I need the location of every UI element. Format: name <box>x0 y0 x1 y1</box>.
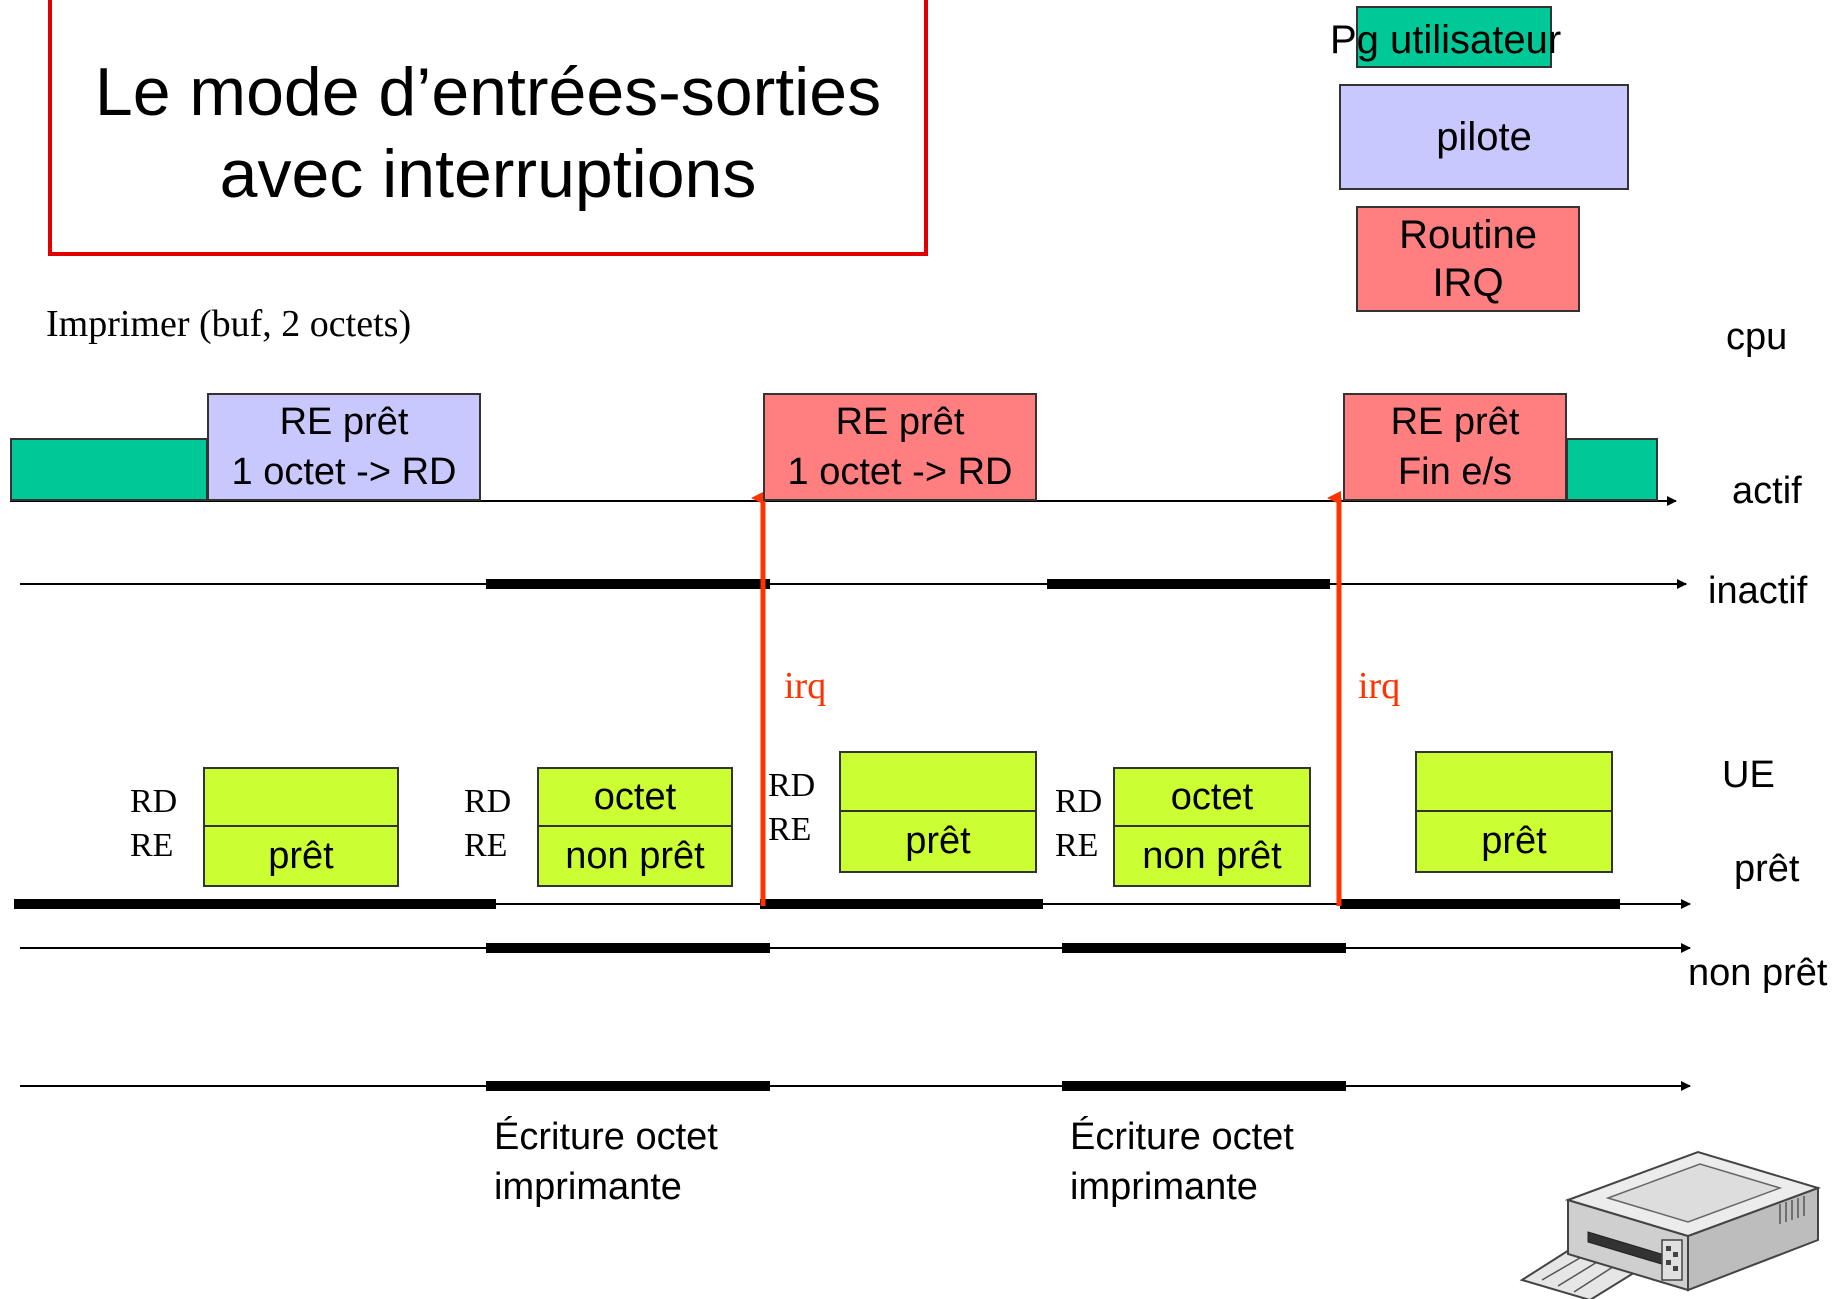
ue-label: UE <box>1722 754 1775 796</box>
driver-block: RE prêt 1 octet -> RD <box>207 393 481 501</box>
cpu-block-2-line1: RE prêt <box>835 401 965 443</box>
call-label: Imprimer (buf, 2 octets) <box>46 303 412 345</box>
re-value-3: prêt <box>905 820 971 862</box>
re-value-1: prêt <box>268 834 334 877</box>
printer-write-label-2: Écriture octet imprimante <box>1070 1112 1294 1212</box>
user-program-block-1 <box>10 438 208 501</box>
not-ready-label: non prêt <box>1688 952 1828 994</box>
cpu-block-3-line2: Fin e/s <box>1397 451 1513 493</box>
rd-value-4: octet <box>1115 769 1309 827</box>
legend-irq-routine: Routine IRQ <box>1356 206 1580 312</box>
printer-write-2-line1: Écriture octet <box>1070 1116 1294 1158</box>
re-value-4: non prêt <box>1142 834 1282 877</box>
inactive-label: inactif <box>1708 570 1808 612</box>
ue-register-state-2: octet non prêt <box>537 767 733 887</box>
cpu-label: cpu <box>1726 316 1788 358</box>
legend-user-program-label: Pg utilisateur <box>1330 18 1562 62</box>
printer-write-2-line2: imprimante <box>1070 1166 1258 1208</box>
irq-label-1: irq <box>784 665 827 707</box>
rd-label-1: RD <box>130 783 178 820</box>
irq-label-2: irq <box>1358 665 1401 707</box>
rd-value-2: octet <box>539 769 731 827</box>
cpu-block-2-line2: 1 octet -> RD <box>787 451 1013 493</box>
re-value-5: prêt <box>1481 820 1547 862</box>
cpu-block-1-line2: 1 octet -> RD <box>231 451 457 493</box>
legend-user-program-swatch <box>1356 6 1552 68</box>
cpu-block-3-line1: RE prêt <box>1390 401 1520 443</box>
ue-register-state-3: prêt <box>839 751 1037 873</box>
active-label: actif <box>1732 470 1802 512</box>
legend-irq-routine-label: Routine IRQ <box>1399 213 1537 305</box>
rd-label-3: RD <box>768 767 816 804</box>
re-label-4: RE <box>1055 827 1099 864</box>
ue-register-state-5: prêt <box>1415 751 1613 873</box>
legend-driver-label: pilote <box>1436 115 1532 159</box>
re-label-3: RE <box>768 811 812 848</box>
user-program-block-2 <box>1566 438 1658 501</box>
re-label-2: RE <box>464 827 508 864</box>
title-box: Le mode d’entrées-sorties avec interrupt… <box>48 0 928 256</box>
ue-register-state-4: octet non prêt <box>1113 767 1311 887</box>
page-title: Le mode d’entrées-sorties avec interrupt… <box>94 54 882 212</box>
printer-write-1-line1: Écriture octet <box>494 1116 718 1158</box>
cpu-block-1-line1: RE prêt <box>279 401 409 443</box>
printer-icon <box>1519 1150 1822 1299</box>
irq-routine-block-1: RE prêt 1 octet -> RD <box>763 393 1037 501</box>
ready-label: prêt <box>1734 848 1800 890</box>
rd-value-1 <box>205 769 397 827</box>
rd-value-3 <box>841 753 1035 812</box>
printer-write-1-line2: imprimante <box>494 1166 682 1208</box>
irq-routine-block-2: RE prêt Fin e/s <box>1343 393 1567 501</box>
printer-write-label-1: Écriture octet imprimante <box>494 1112 718 1212</box>
re-value-2: non prêt <box>565 834 705 877</box>
rd-label-4: RD <box>1055 783 1103 820</box>
rd-value-5 <box>1417 753 1611 812</box>
ue-register-state-1: prêt <box>203 767 399 887</box>
re-label-1: RE <box>130 827 174 864</box>
rd-label-2: RD <box>464 783 512 820</box>
legend-driver: pilote <box>1339 84 1629 190</box>
